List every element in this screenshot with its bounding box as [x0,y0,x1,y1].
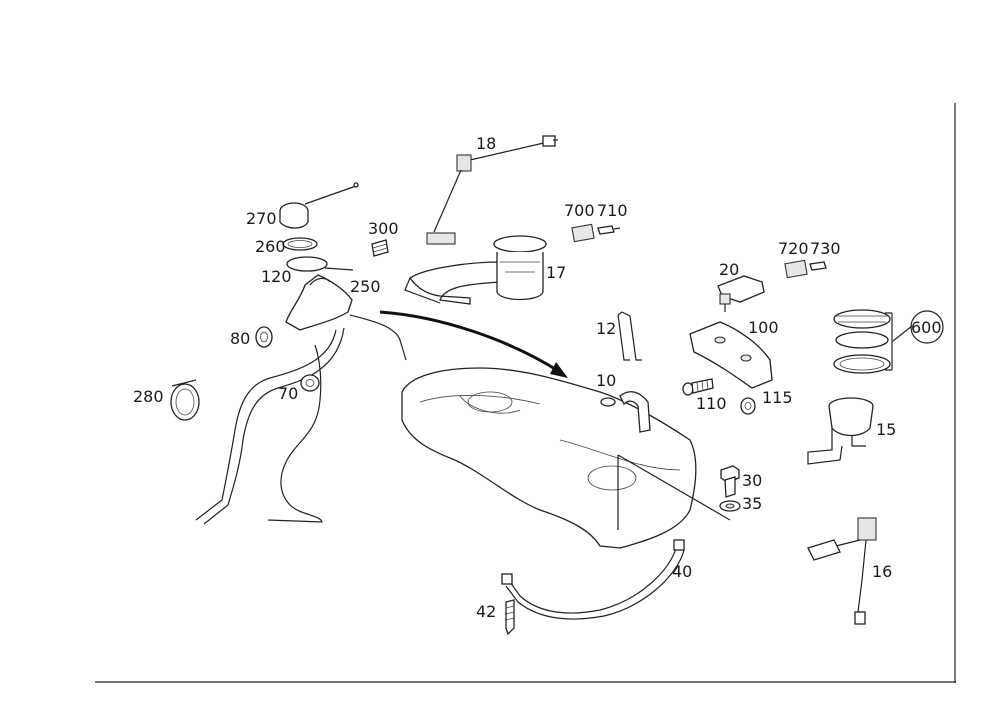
label-35: 35 [742,494,762,513]
part-20-sensor [717,275,765,312]
pointer-arrow [379,310,561,374]
label-710: 710 [597,201,628,220]
part-12-bracket [617,311,642,361]
part-42-bolt [505,599,515,636]
part-250-filler-neck [195,274,407,525]
label-280: 280 [133,387,164,406]
part-70-grommet [300,374,320,392]
part-15-pump-unit [807,397,874,465]
part-280-hose-clamp [170,379,200,421]
part-600-ring-set [833,309,944,374]
part-120-tab [324,267,354,271]
part-30-bolt [720,465,740,498]
part-730-pin [809,261,827,271]
label-700: 700 [564,201,595,220]
label-115: 115 [762,388,793,407]
part-300-valve [371,239,389,257]
part-40-tank-strap [501,539,685,620]
pointer-arrowhead [550,362,568,378]
label-270: 270 [246,209,277,228]
label-15: 15 [876,420,896,439]
part-700-connector [571,223,595,243]
label-42: 42 [476,602,496,621]
label-40: 40 [672,562,692,581]
part-10-fuel-tank [401,367,731,549]
part-120-gasket [286,256,328,272]
part-260-seal-inner [287,240,313,248]
label-10: 10 [596,371,616,390]
part-115-nut [740,397,756,415]
part-35-washer [719,500,741,512]
part-270-filler-cap [279,182,359,229]
label-730: 730 [810,239,841,258]
label-12: 12 [596,319,616,338]
part-260-seal [282,237,318,251]
label-18: 18 [476,134,496,153]
part-80-grommet [255,326,273,348]
label-600: 600 [911,318,942,337]
label-30: 30 [742,471,762,490]
label-300: 300 [368,219,399,238]
part-710-pin [597,225,621,235]
part-720-connector [784,259,808,279]
label-260: 260 [255,237,286,256]
label-720: 720 [778,239,809,258]
label-250: 250 [350,277,381,296]
label-100: 100 [748,318,779,337]
label-16: 16 [872,562,892,581]
label-70: 70 [278,384,298,403]
label-80: 80 [230,329,250,348]
part-100-heat-shield [689,321,773,389]
part-110-screw [682,378,714,396]
label-17: 17 [546,263,566,282]
part-18-level-sensor [426,135,558,245]
label-120: 120 [261,267,292,286]
label-20: 20 [719,260,739,279]
part-16-level-sender [807,517,877,625]
label-110: 110 [696,394,727,413]
part-17-pump-module [404,235,547,305]
